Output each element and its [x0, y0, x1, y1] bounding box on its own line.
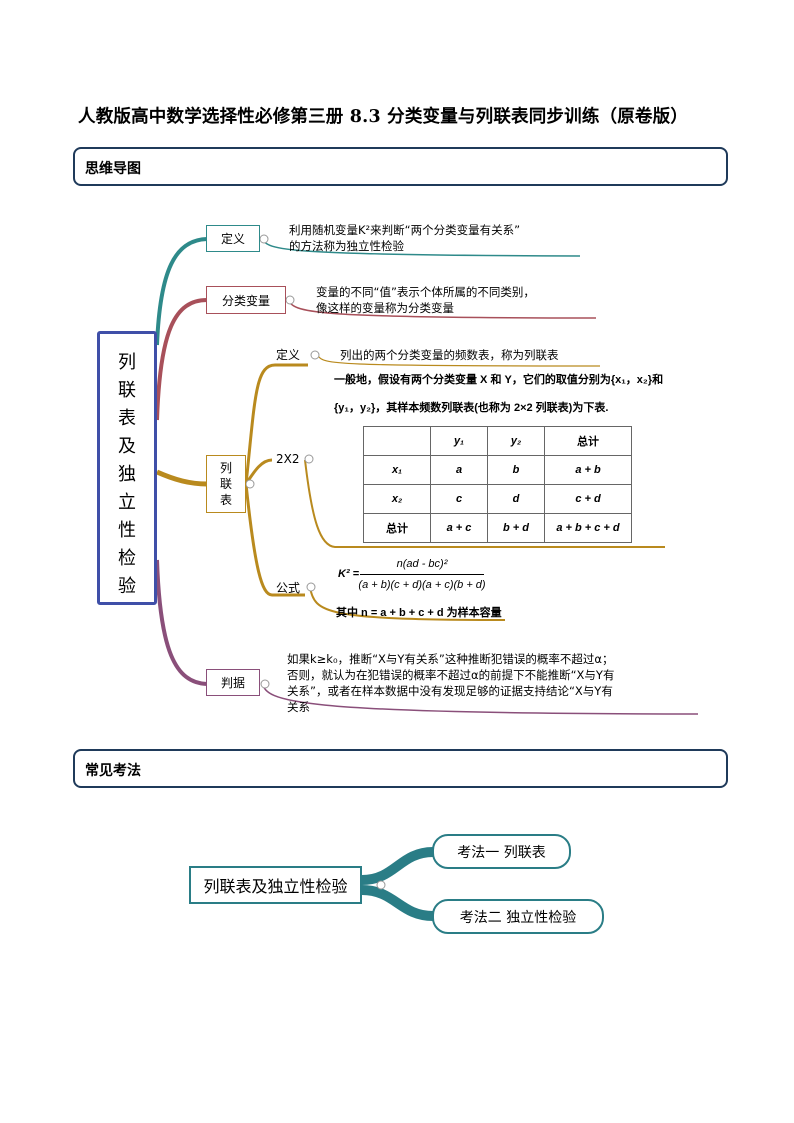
method-1-node[interactable]: 考法一 列联表: [432, 834, 571, 869]
cont-def-text: 列出的两个分类变量的频数表，称为列联表: [340, 348, 559, 362]
center-char: 表: [118, 408, 136, 429]
nub-categorical: [285, 295, 295, 305]
underline-formula: [309, 587, 506, 621]
mindmap-center-node[interactable]: 列 联 表 及 独 立 性 检 验: [97, 331, 157, 605]
section-methods-title: 常见考法: [85, 763, 141, 779]
nub-contingency: [245, 479, 255, 489]
cont-intro-line1: 一般地，假设有两个分类变量 X 和 Y，它们的取值分别为{x₁，x₂}和: [334, 374, 664, 386]
section-mindmap-title: 思维导图: [85, 161, 141, 177]
method-1-label: 考法一 列联表: [457, 844, 546, 861]
underline-cont-def: [317, 355, 601, 367]
cont-def-label[interactable]: 定义: [276, 348, 301, 362]
formula-note: 其中 n = a + b + c + d 为样本容量: [336, 607, 502, 619]
contingency-table: y₁ y₂ 总计 x₁ a b a + b x₂ c d c + d 总计 a …: [363, 426, 632, 543]
section-methods-header: 常见考法: [73, 749, 728, 788]
nub-formula: [306, 582, 316, 592]
formula-fraction-bar: [360, 574, 484, 575]
contingency-char: 表: [219, 493, 232, 507]
branch-definition: [155, 237, 208, 346]
center-char: 列: [118, 352, 136, 373]
center-char: 性: [118, 520, 136, 541]
table-row: x₁ a b a + b: [363, 455, 632, 485]
contingency-char: 联: [219, 477, 232, 491]
branch-contingency: [155, 469, 208, 487]
formula-lhs: K² =: [338, 568, 360, 580]
criterion-line1: 如果k≥k₀，推断“X与Y有关系”这种推断犯错误的概率不超过α；: [287, 652, 614, 666]
nub-methods: [376, 880, 386, 890]
nub-2x2: [304, 454, 314, 464]
node-definition-label: 定义: [220, 232, 245, 246]
cont-intro-line2: {y₁，y₂}，其样本频数列联表(也称为 2×2 列联表)为下表.: [334, 402, 609, 414]
categorical-line2: 像这样的变量称为分类变量: [316, 301, 454, 315]
node-2x2-label[interactable]: 2X2: [276, 452, 300, 466]
categorical-line1: 变量的不同“值”表示个体所属的不同类别，: [316, 285, 535, 299]
method-branch-1: [361, 847, 434, 885]
table-cell: a: [430, 455, 488, 485]
method-2-node[interactable]: 考法二 独立性检验: [432, 899, 604, 934]
table-cell: 总计: [544, 426, 632, 456]
node-formula-label[interactable]: 公式: [276, 581, 301, 595]
method-branch-2: [361, 885, 434, 921]
table-row: y₁ y₂ 总计: [363, 426, 632, 456]
center-char: 及: [118, 436, 136, 457]
branch-cont-def: [244, 363, 308, 485]
underline-criterion: [261, 683, 699, 715]
node-contingency[interactable]: 列 联 表: [206, 455, 246, 513]
table-cell: x₁: [363, 455, 431, 485]
table-cell: [363, 426, 431, 456]
branch-formula: [244, 483, 305, 597]
criterion-line2: 否则，就认为在犯错误的概率不超过α的前提下不能推断“X与Y有: [287, 668, 615, 682]
node-categorical-label: 分类变量: [221, 293, 270, 308]
table-cell: a + b: [544, 455, 632, 485]
table-cell: y₁: [430, 426, 488, 456]
methods-root-node[interactable]: 列联表及独立性检验: [189, 866, 362, 904]
criterion-line4: 关系: [287, 700, 310, 714]
node-categorical[interactable]: 分类变量: [206, 286, 286, 314]
node-criterion[interactable]: 判据: [206, 669, 260, 696]
nub-definition: [259, 234, 269, 244]
document-title: 人教版高中数学选择性必修第三册 8.3 分类变量与列联表同步训练（原卷版）: [78, 107, 689, 127]
table-cell: a + b + c + d: [544, 513, 632, 543]
center-char: 检: [118, 548, 136, 569]
categorical-text: 变量的不同“值”表示个体所属的不同类别， 像这样的变量称为分类变量: [316, 284, 535, 316]
method-2-label: 考法二 独立性检验: [459, 909, 577, 926]
center-char: 独: [118, 464, 136, 485]
underline-categorical: [287, 299, 597, 319]
criterion-text: 如果k≥k₀，推断“X与Y有关系”这种推断犯错误的概率不超过α； 否则，就认为在…: [287, 651, 697, 715]
table-cell: c: [430, 484, 488, 514]
definition-text: 利用随机变量K²来判断“两个分类变量有关系” 的方法称为独立性检验: [289, 222, 520, 254]
node-criterion-label: 判据: [220, 676, 245, 690]
table-cell: d: [487, 484, 545, 514]
definition-line1: 利用随机变量K²来判断“两个分类变量有关系”: [289, 223, 521, 237]
table-cell: b + d: [487, 513, 545, 543]
table-cell: a + c: [430, 513, 488, 543]
definition-line2: 的方法称为独立性检验: [289, 239, 404, 253]
formula-numerator: n(ad - bc)²: [396, 558, 448, 570]
table-cell: b: [487, 455, 545, 485]
table-cell: 总计: [363, 513, 431, 543]
table-cell: x₂: [363, 484, 431, 514]
underline-2x2: [304, 459, 665, 548]
center-char: 验: [118, 576, 136, 597]
nub-cont-def: [310, 350, 320, 360]
contingency-char: 列: [219, 461, 232, 475]
table-cell: y₂: [487, 426, 545, 456]
criterion-line3: 关系”，或者在样本数据中没有发现足够的证据支持结论“X与Y有: [287, 684, 613, 698]
node-definition[interactable]: 定义: [206, 225, 260, 252]
center-char: 立: [118, 492, 136, 513]
section-mindmap-header: 思维导图: [73, 147, 728, 186]
table-row: 总计 a + c b + d a + b + c + d: [363, 513, 632, 543]
table-row: x₂ c d c + d: [363, 484, 632, 514]
formula-denominator: (a + b)(c + d)(a + c)(b + d): [358, 579, 486, 591]
branch-categorical: [155, 298, 208, 421]
nub-criterion: [260, 679, 270, 689]
center-char: 联: [118, 380, 136, 401]
methods-root-label: 列联表及独立性检验: [203, 877, 348, 896]
table-cell: c + d: [544, 484, 632, 514]
branch-criterion: [155, 559, 208, 686]
